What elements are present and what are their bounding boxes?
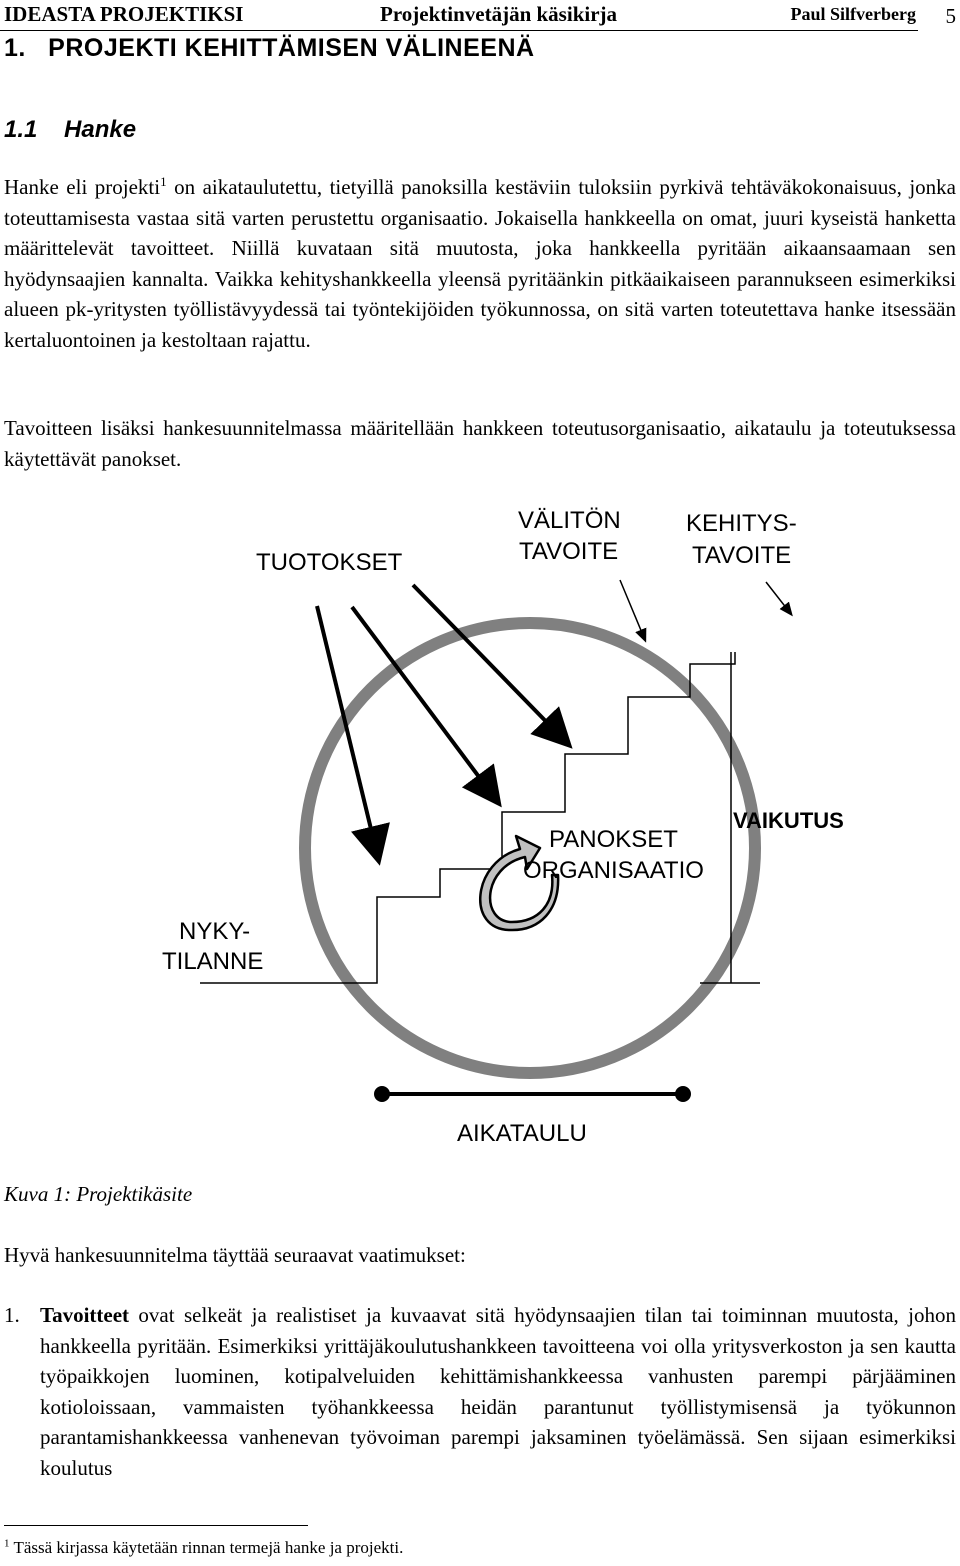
- header-author: Paul Silfverberg: [790, 4, 916, 24]
- label-impact: VAIKUTUS: [733, 808, 844, 833]
- schedule-start-dot: [374, 1086, 390, 1102]
- label-current-state-line-1: NYKY-: [179, 918, 250, 945]
- label-development-goal-line-2: TAVOITE: [692, 542, 791, 569]
- development-goal-pointer: [765, 581, 793, 617]
- label-immediate-goal-line-2: TAVOITE: [519, 538, 618, 565]
- figure-caption: Kuva 1: Projektikäsite: [4, 1182, 193, 1206]
- header-organization: IDEASTA PROJEKTIKSI: [4, 2, 244, 26]
- header-book-title: Projektinvetäjän käsikirja: [380, 2, 618, 26]
- chapter-title: 1. PROJEKTI KEHITTÄMISEN VÄLINEENÄ: [4, 34, 535, 62]
- immediate-goal-pointer: [619, 579, 647, 643]
- list-text: Tavoitteet ovat selkeät ja realistiset j…: [40, 1300, 956, 1483]
- diagram-svg: TUOTOKSET VÄLITÖN TAVOITE KEHITYS- TAVOI…: [162, 507, 844, 1147]
- paragraph-1-rest: on aikataulutettu, tietyillä panoksilla …: [4, 175, 956, 352]
- label-immediate-goal-line-1: VÄLITÖN: [518, 507, 621, 534]
- label-inputs-line-1: PANOKSET: [549, 826, 678, 853]
- footnote-separator: [4, 1525, 308, 1526]
- cycle-arrow-icon: [478, 834, 560, 932]
- page-number: 5: [945, 4, 957, 28]
- list-item-body: ovat selkeät ja realistiset ja kuvaavat …: [40, 1303, 956, 1480]
- staircase: [200, 652, 736, 984]
- label-current-state-line-2: TILANNE: [162, 948, 263, 975]
- label-inputs-line-2: ORGANISAATIO: [523, 857, 704, 884]
- outputs-arrow-3: [411, 583, 573, 749]
- section-title: 1.1 Hanke: [4, 116, 137, 143]
- requirements-intro: Hyvä hankesuunnitelma täyttää seuraavat …: [4, 1243, 466, 1267]
- label-schedule: AIKATAULU: [457, 1120, 587, 1147]
- paragraph-2: Tavoitteen lisäksi hankesuunnitelmassa m…: [4, 416, 956, 471]
- label-development-goal-line-1: KEHITYS-: [686, 510, 797, 537]
- footnote-reference[interactable]: 1: [160, 174, 167, 189]
- schedule-end-dot: [675, 1086, 691, 1102]
- paragraph-1: Hanke eli projekti1 on aikataulutettu, t…: [4, 172, 956, 355]
- outputs-arrow-1: [315, 605, 390, 866]
- project-concept-diagram: TUOTOKSET VÄLITÖN TAVOITE KEHITYS- TAVOI…: [0, 490, 960, 1160]
- project-circle: [299, 617, 761, 1079]
- footnote-marker: 1: [4, 1537, 10, 1550]
- footnote: 1 Tässä kirjassa käytetään rinnan termej…: [4, 1538, 403, 1558]
- list-item-keyword: Tavoitteet: [40, 1303, 130, 1327]
- paragraph-1-start: Hanke eli projekti: [4, 175, 161, 199]
- page-header: IDEASTA PROJEKTIKSI Projektinvetäjän käs…: [0, 0, 960, 32]
- list-number: 1.: [4, 1303, 20, 1327]
- footnote-text: Tässä kirjassa käytetään rinnan termejä …: [9, 1538, 404, 1557]
- header-rule: [0, 30, 918, 31]
- label-outputs: TUOTOKSET: [256, 549, 403, 576]
- outputs-arrow-2: [350, 605, 502, 808]
